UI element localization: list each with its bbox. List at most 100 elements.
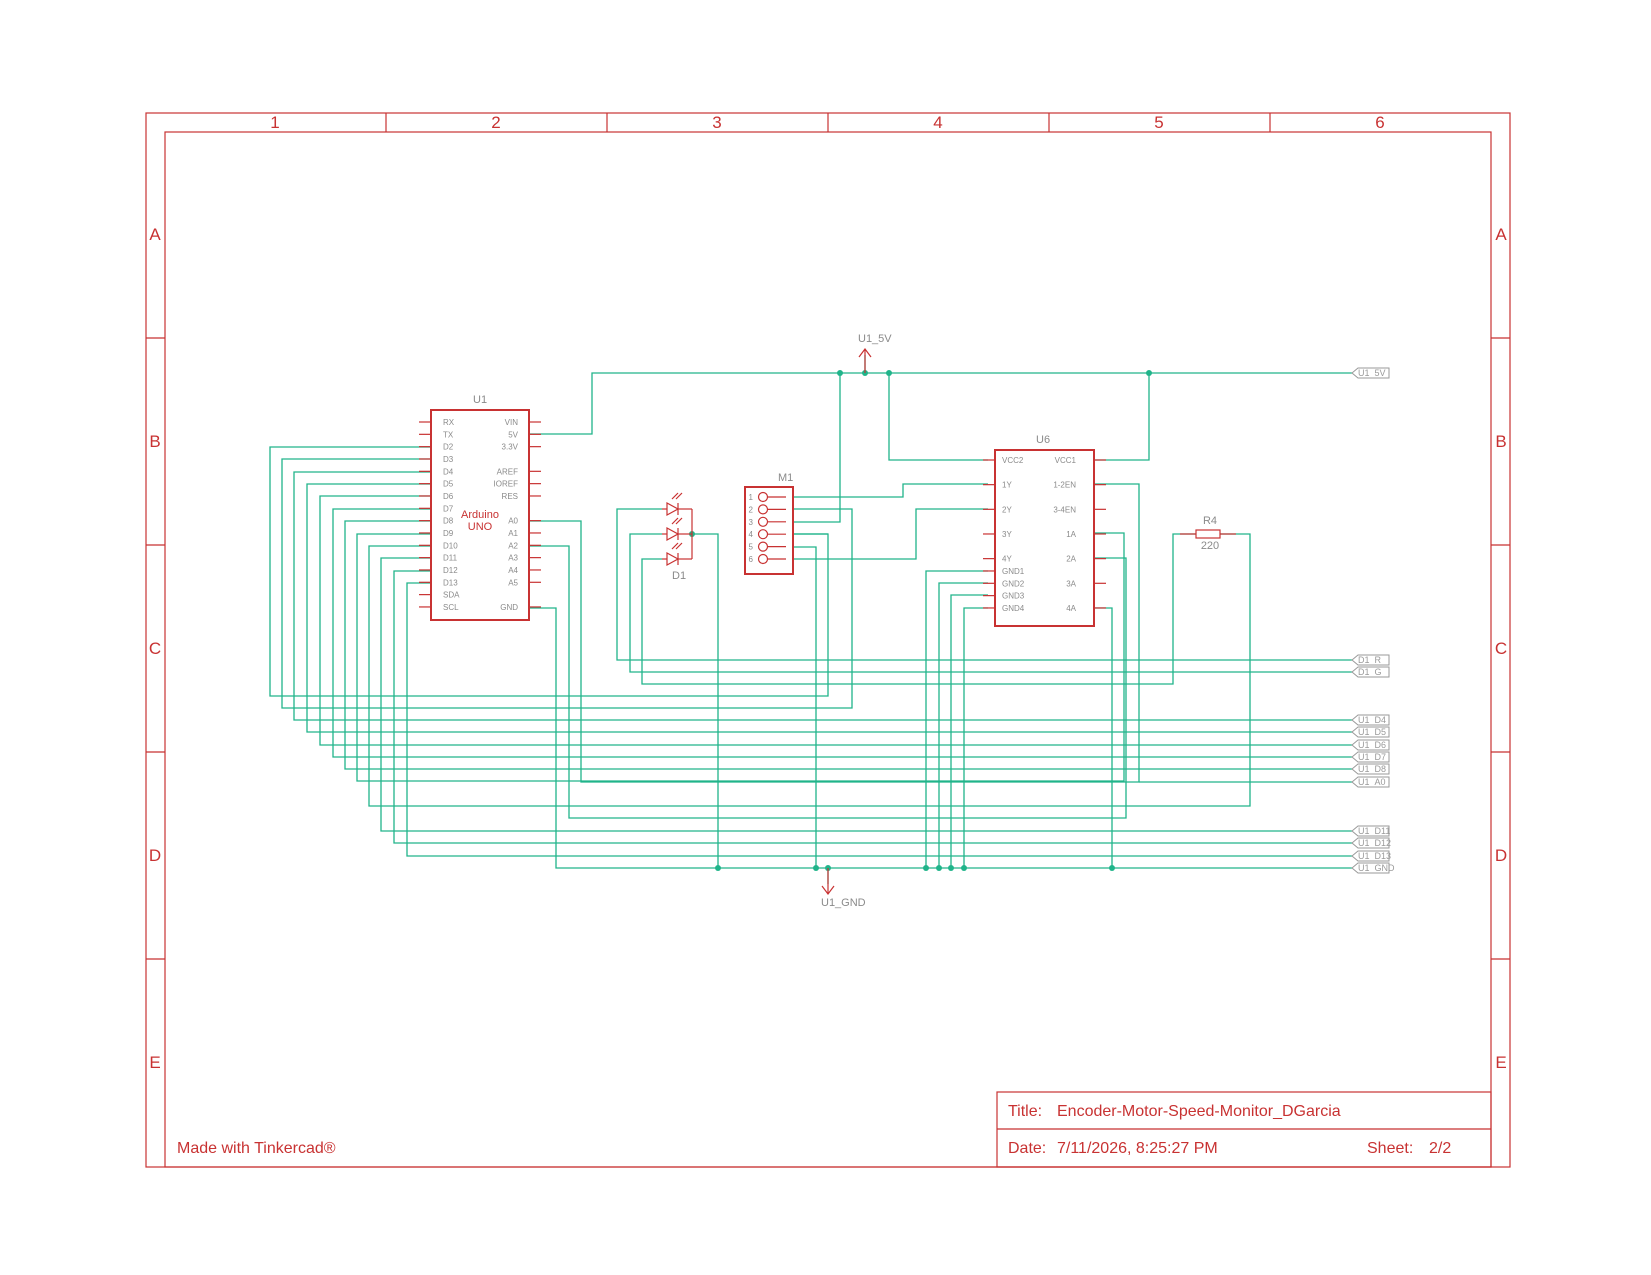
wire-d1-g [629,533,1352,673]
net-label-text: U1_D12 [1358,838,1391,848]
pin-label: VIN [505,418,519,427]
pin-label: A0 [508,517,518,526]
gnd-symbol: U1_GND [821,868,866,909]
junction-dot [923,865,929,871]
row-marker: D [149,846,161,865]
wire-led-cathode [692,533,719,868]
pin-label: D6 [443,492,454,501]
junction-dot [948,865,954,871]
date-label: Date: [1008,1140,1046,1157]
column-marker: 6 [1375,113,1384,132]
row-marker: E [1495,1053,1506,1072]
row-marker: C [1495,639,1507,658]
net-labels: U1_5VD1_RD1_GU1_D4U1_D5U1_D6U1_D7U1_D8U1… [1351,367,1395,874]
row-marker: C [149,639,161,658]
row-marker: D [1495,846,1507,865]
pin-label: D11 [443,554,458,563]
sheet-label: Sheet: [1367,1140,1413,1157]
pin-label: SDA [443,591,460,600]
arduino-uno-u1[interactable]: U1 Arduino UNO RXTXD2D3D4D5D6D7D8D9D10D1… [419,394,541,621]
pin-label: 4A [1066,604,1076,613]
pin-label: 5 [749,543,754,552]
date-value: 7/11/2026, 8:25:27 PM [1057,1140,1218,1157]
pin-label: 4 [749,530,754,539]
row-marker: A [149,225,161,244]
wire-m1-3 [786,373,841,523]
pin-label: D12 [443,566,458,575]
resistor-r4[interactable]: R4 220 [1180,515,1236,552]
pin-label: 3-4EN [1053,505,1076,514]
column-markers: 1 2 3 4 5 6 [270,113,1384,132]
pin-label: 5V [508,430,518,439]
net-label-flag [1351,776,1390,788]
pin-contact [757,491,769,503]
pin-label: 4Y [1002,555,1012,564]
pin-label: D7 [443,504,454,513]
net-label-text: U1_GND [1358,863,1395,873]
row-markers: A B C D E A B C D E [149,225,1507,1072]
pin-label: D4 [443,467,454,476]
pin-label: D8 [443,517,454,526]
r4-value: 220 [1201,540,1219,552]
pin-label: GND4 [1002,604,1025,613]
row-marker: E [149,1053,160,1072]
title-label: Title: [1008,1103,1042,1120]
net-label-text: U1_D4 [1358,715,1386,725]
pin-label: RES [502,492,518,501]
net-label-flag [1351,739,1390,751]
net-label-flag [1351,367,1390,379]
pin-label: D9 [443,529,454,538]
gnd-label: U1_GND [821,897,866,909]
net-label-flag [1351,837,1390,849]
pin-label: 6 [749,555,754,564]
pin-label: D10 [443,541,458,550]
pin-label: 3 [749,518,754,527]
wire-m1-5 [786,546,817,868]
pin-contact [757,553,769,565]
column-marker: 5 [1154,113,1163,132]
led-diode-green [662,517,692,542]
pin-label: GND1 [1002,567,1025,576]
pin-label: A4 [508,566,518,575]
pin-label: 1Y [1002,481,1012,490]
rgb-led-d1[interactable]: D1 [662,492,693,582]
pin-label: 1-2EN [1053,481,1076,490]
vcc-symbol: U1_5V [858,333,892,373]
column-marker: 3 [712,113,721,132]
wire-d1-b [641,533,1196,685]
wire-d5 [306,483,1352,733]
led-diode-blue [662,542,692,567]
pin-label: 3.3V [502,443,519,452]
net-label-flag [1351,726,1390,738]
wire-gnd1 [925,570,988,868]
d1-ref: D1 [672,570,686,582]
u1-name-line1: Arduino [461,509,499,521]
row-marker: A [1495,225,1507,244]
pin-label: GND3 [1002,592,1025,601]
pin-label: D13 [443,578,458,587]
wire-d11 [380,557,1352,832]
junction-dot [715,865,721,871]
pin-label: TX [443,430,454,439]
led-diode-red [662,492,692,517]
wire-d1-r [616,508,1352,661]
pin-label: 2Y [1002,505,1012,514]
wire-d4 [293,471,1352,721]
row-marker: B [149,432,160,451]
pin-label: 1 [749,493,754,502]
net-label-text: U1_D7 [1358,752,1386,762]
wire-d7 [332,508,1352,758]
net-label-text: U1_D11 [1358,826,1390,836]
pin-label: D5 [443,480,454,489]
column-marker: 2 [491,113,500,132]
wire-d10 [368,533,1251,807]
wire-gnd2 [938,582,988,868]
net-label-flag [1351,850,1390,862]
pin-label: D3 [443,455,454,464]
pin-label: A5 [508,578,518,587]
pin-label: 3A [1066,579,1076,588]
pin-label: IOREF [494,480,519,489]
